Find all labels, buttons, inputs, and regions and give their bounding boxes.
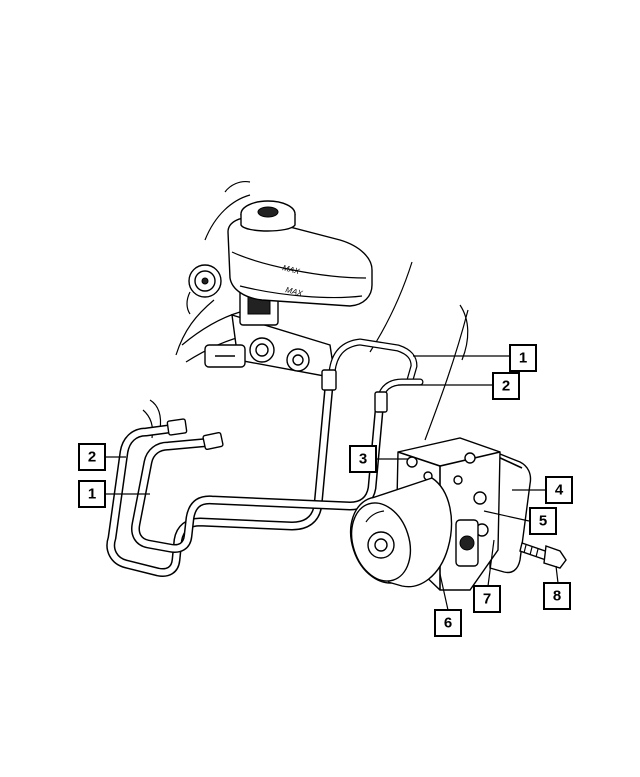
brake-fluid-reservoir: MAX MAX	[227, 200, 373, 307]
callout-4: 4	[545, 476, 573, 504]
callout-label: 1	[88, 486, 96, 503]
leader-lines	[106, 355, 559, 611]
callout-label: 1	[519, 350, 527, 367]
brake-booster	[181, 264, 249, 363]
reservoir-max-mark-upper: MAX	[282, 263, 302, 276]
callout-8: 8	[543, 582, 571, 610]
callout-label: 4	[555, 482, 564, 499]
callout-label: 2	[88, 449, 96, 466]
brake-line-2	[131, 378, 424, 553]
callout-3: 3	[349, 445, 377, 473]
callout-7: 7	[473, 585, 501, 613]
abs-module	[349, 437, 532, 591]
reservoir-max-mark-lower: MAX	[285, 285, 305, 298]
firewall-outline	[142, 180, 469, 441]
callout-label: 2	[502, 378, 510, 395]
callout-6: 6	[434, 609, 462, 637]
brake-line-1	[106, 338, 418, 577]
callout-1-lower: 1	[78, 480, 106, 508]
mounting-bolt	[519, 542, 567, 569]
callout-label: 8	[553, 588, 561, 605]
callout-label: 3	[359, 451, 367, 468]
callout-5: 5	[529, 507, 557, 535]
callout-label: 7	[483, 591, 491, 608]
callout-label: 6	[444, 615, 452, 632]
callout-2-upper: 2	[492, 372, 520, 400]
callout-2-lower: 2	[78, 443, 106, 471]
callout-label: 5	[539, 513, 547, 530]
callout-1-upper: 1	[509, 344, 537, 372]
